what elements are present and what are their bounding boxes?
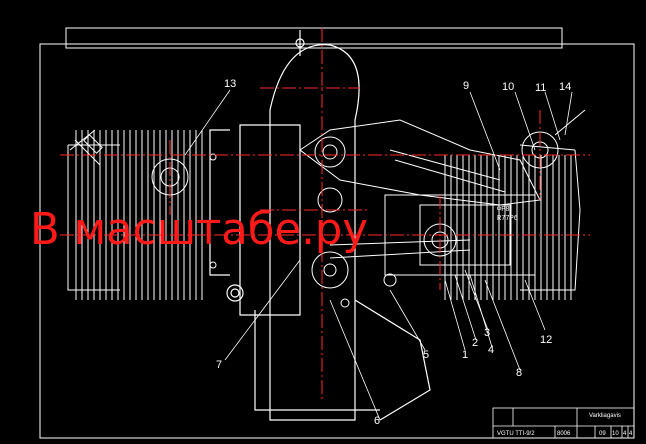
title-block: Varkliagavis VGTU TTI-9/2 8006 09 10 4 4 — [492, 407, 635, 439]
callout-13: 13 — [224, 78, 236, 90]
piston-marking-1: ФР8 — [497, 206, 510, 214]
callout-2: 2 — [472, 337, 478, 349]
watermark: В масштабе.ру — [30, 204, 368, 255]
sheet-frame — [39, 27, 635, 439]
callout-10: 10 — [502, 81, 514, 93]
callout-3: 3 — [484, 327, 490, 339]
callout-11: 11 — [535, 82, 546, 94]
callout-14: 14 — [559, 81, 571, 93]
title-number: 8006 — [557, 431, 571, 437]
leader-lines — [184, 89, 573, 421]
callout-6: 6 — [374, 415, 380, 427]
callout-7: 7 — [216, 359, 222, 371]
callout-labels: 13 9 10 11 14 7 5 6 1 2 3 4 8 12 — [216, 78, 571, 427]
cylinder-fins — [67, 130, 581, 300]
centerlines — [60, 28, 590, 400]
title-date-a: 09 — [599, 431, 606, 437]
piston-marking-2: R77Р6 — [497, 215, 518, 223]
callout-9: 9 — [463, 80, 469, 92]
callout-4: 4 — [488, 344, 494, 356]
title-date-b: 10 — [612, 431, 619, 437]
title-designer: Varkliagavis — [589, 413, 621, 419]
callout-1: 1 — [462, 349, 468, 361]
callout-12: 12 — [540, 334, 552, 346]
crankcase — [209, 30, 431, 421]
title-code: VGTU TTI-9/2 — [497, 431, 535, 437]
callout-5: 5 — [423, 349, 429, 361]
title-sheet-b: 4 — [629, 431, 633, 437]
title-sheet-a: 4 — [623, 431, 627, 437]
callout-8: 8 — [516, 367, 522, 379]
